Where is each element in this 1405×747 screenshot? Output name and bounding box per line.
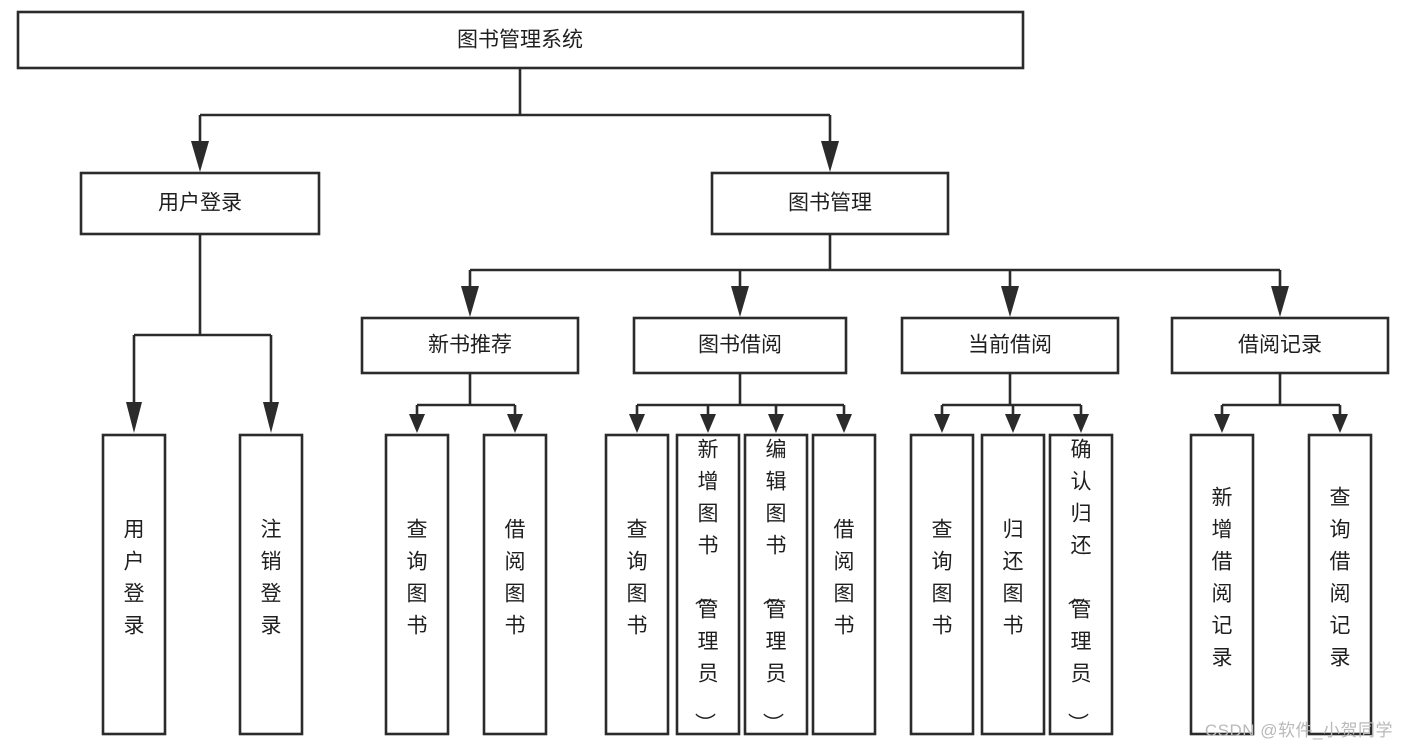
node-root-box[interactable] bbox=[16, 10, 1025, 70]
arrowhead-leaf-logout bbox=[263, 402, 279, 433]
arrowhead-borrow-record bbox=[1271, 286, 1289, 317]
node-book-manage-label: 图书管理 bbox=[788, 192, 872, 215]
leaf-add-record[interactable]: 新增借阅记录 bbox=[1189, 433, 1255, 736]
csdn-watermark: CSDN @软件_小贺同学 bbox=[1204, 721, 1393, 740]
leaf-node-layer: 用户登录 注销登录 查询图书 借阅图书 查询图书 新增图书（管理员） 编辑图书（管理员） 借阅… bbox=[101, 433, 1373, 736]
node-user-login[interactable]: 用户登录 bbox=[79, 171, 321, 236]
leaf-query-record-box[interactable] bbox=[1307, 433, 1373, 736]
leaf-query-book-rec[interactable]: 查询图书 bbox=[384, 433, 450, 736]
leaf-return-book-label: 归还图书 bbox=[1003, 519, 1024, 638]
arrowhead-new-book-rec bbox=[461, 286, 479, 317]
node-layer: 图书管理系统 用户登录 图书管理 新书推荐 图书借阅 bbox=[16, 10, 1390, 736]
arrowhead-book-manage bbox=[821, 141, 839, 172]
leaf-query-book[interactable]: 查询图书 bbox=[604, 433, 670, 736]
node-current-borrow-label: 当前借阅 bbox=[968, 334, 1052, 357]
leaf-return-book-box[interactable] bbox=[980, 433, 1046, 736]
node-borrow-record-box[interactable] bbox=[1170, 316, 1390, 375]
node-user-login-box[interactable] bbox=[79, 171, 321, 236]
leaf-return-book[interactable]: 归还图书 bbox=[980, 433, 1046, 736]
leaf-query-book-rec-box[interactable] bbox=[384, 433, 450, 736]
node-root-label: 图书管理系统 bbox=[457, 29, 583, 52]
arrowhead-book-borrow bbox=[731, 286, 749, 317]
node-new-book-rec-label: 新书推荐 bbox=[428, 334, 512, 357]
leaf-borrow-book[interactable]: 借阅图书 bbox=[811, 433, 877, 736]
node-root[interactable]: 图书管理系统 bbox=[16, 10, 1025, 70]
leaf-add-book-label: 新增图书（管理员） bbox=[693, 439, 719, 734]
leaf-borrow-book-label: 借阅图书 bbox=[834, 519, 855, 638]
node-new-book-rec-box[interactable] bbox=[360, 316, 580, 375]
leaf-confirm-return-label: 确认归还（管理员） bbox=[1066, 439, 1092, 734]
node-current-borrow-box[interactable] bbox=[900, 316, 1120, 375]
arrowhead-leaf-query-book bbox=[629, 414, 645, 433]
leaf-edit-book-label: 编辑图书（管理员） bbox=[761, 439, 787, 734]
leaf-user-login[interactable]: 用户登录 bbox=[101, 433, 167, 736]
arrowhead-leaf-edit-book bbox=[768, 414, 784, 433]
arrowhead-leaf-query-book-cur bbox=[934, 414, 950, 433]
node-new-book-rec[interactable]: 新书推荐 bbox=[360, 316, 580, 375]
leaf-confirm-return[interactable]: 确认归还（管理员） bbox=[1048, 433, 1114, 736]
leaf-borrow-book-rec-box[interactable] bbox=[482, 433, 548, 736]
arrowhead-leaf-user-login bbox=[126, 402, 142, 433]
arrowhead-leaf-borrow-book bbox=[836, 414, 852, 433]
leaf-query-record[interactable]: 查询借阅记录 bbox=[1307, 433, 1373, 736]
leaf-query-book-label: 查询图书 bbox=[627, 519, 648, 638]
leaf-logout[interactable]: 注销登录 bbox=[238, 433, 304, 736]
connector-layer bbox=[126, 68, 1348, 433]
node-book-borrow[interactable]: 图书借阅 bbox=[632, 316, 848, 375]
leaf-add-record-box[interactable] bbox=[1189, 433, 1255, 736]
leaf-add-book[interactable]: 新增图书（管理员） bbox=[675, 433, 741, 736]
leaf-logout-label: 注销登录 bbox=[261, 519, 282, 638]
arrowhead-leaf-return-book bbox=[1005, 414, 1021, 433]
leaf-confirm-return-box[interactable] bbox=[1048, 433, 1114, 736]
node-book-manage-box[interactable] bbox=[710, 171, 950, 236]
leaf-query-record-label: 查询借阅记录 bbox=[1330, 487, 1351, 670]
node-book-borrow-box[interactable] bbox=[632, 316, 848, 375]
leaf-user-login-box[interactable] bbox=[101, 433, 167, 736]
node-current-borrow[interactable]: 当前借阅 bbox=[900, 316, 1120, 375]
node-borrow-record[interactable]: 借阅记录 bbox=[1170, 316, 1390, 375]
arrowhead-current-borrow bbox=[1001, 286, 1019, 317]
arrowhead-leaf-query-record bbox=[1332, 414, 1348, 433]
leaf-borrow-book-rec[interactable]: 借阅图书 bbox=[482, 433, 548, 736]
arrowhead-leaf-borrow-book-rec bbox=[507, 414, 523, 433]
arrowhead-user-login bbox=[191, 141, 209, 172]
node-book-borrow-label: 图书借阅 bbox=[698, 334, 782, 357]
leaf-query-book-cur[interactable]: 查询图书 bbox=[909, 433, 975, 736]
arrowhead-leaf-add-record bbox=[1214, 414, 1230, 433]
arrowhead-leaf-add-book bbox=[700, 414, 716, 433]
leaf-edit-book[interactable]: 编辑图书（管理员） bbox=[743, 433, 809, 736]
node-user-login-label: 用户登录 bbox=[158, 192, 242, 215]
leaf-user-login-label: 用户登录 bbox=[124, 519, 145, 638]
leaf-logout-box[interactable] bbox=[238, 433, 304, 736]
arrowhead-leaf-confirm-return bbox=[1073, 414, 1089, 433]
leaf-query-book-cur-label: 查询图书 bbox=[932, 519, 953, 638]
node-book-manage[interactable]: 图书管理 bbox=[710, 171, 950, 236]
node-borrow-record-label: 借阅记录 bbox=[1238, 334, 1322, 357]
leaf-query-book-box[interactable] bbox=[604, 433, 670, 736]
leaf-borrow-book-box[interactable] bbox=[811, 433, 877, 736]
leaf-add-record-label: 新增借阅记录 bbox=[1212, 487, 1233, 670]
leaf-add-book-box[interactable] bbox=[675, 433, 741, 736]
leaf-borrow-book-rec-label: 借阅图书 bbox=[505, 519, 526, 638]
arrowhead-leaf-query-book-rec bbox=[409, 414, 425, 433]
leaf-edit-book-box[interactable] bbox=[743, 433, 809, 736]
leaf-query-book-cur-box[interactable] bbox=[909, 433, 975, 736]
leaf-query-book-rec-label: 查询图书 bbox=[407, 519, 428, 638]
